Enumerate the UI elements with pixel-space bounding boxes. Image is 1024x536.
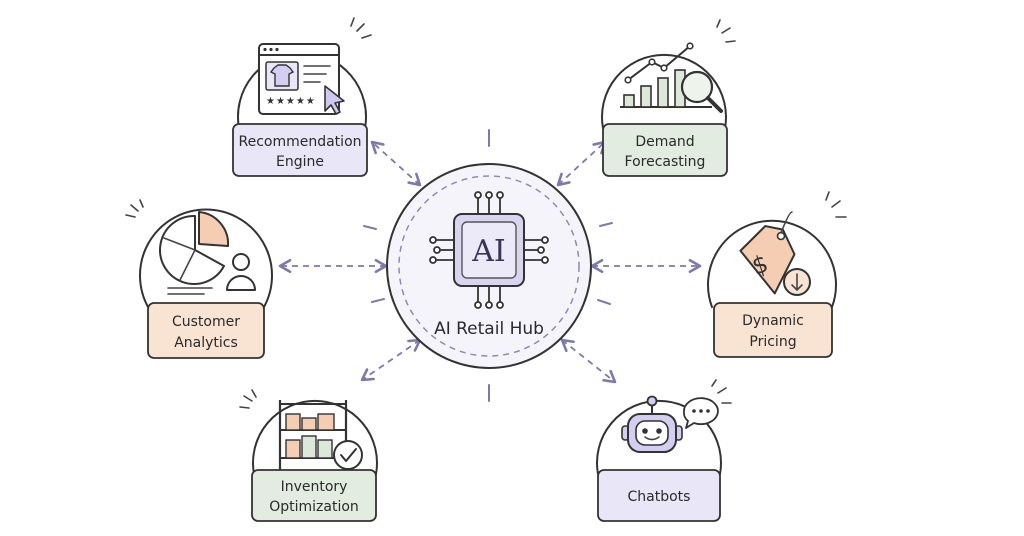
inventory-label-line1: Inventory <box>281 479 348 495</box>
analytics-sparks <box>125 199 144 218</box>
forecasting-label-line1: Demand <box>635 134 694 150</box>
chatbots-label-line1: Chatbots <box>628 489 691 505</box>
analytics-label-box <box>147 302 265 359</box>
hub-rays <box>363 129 613 402</box>
inventory-label-line2: Optimization <box>269 499 359 515</box>
chatbots-sparks <box>711 379 732 404</box>
recommendation-sparks <box>350 17 372 39</box>
connector-chatbots <box>560 338 617 384</box>
forecasting-label-box <box>602 123 728 177</box>
node-inventory-optimization: Inventory Optimization <box>239 389 378 522</box>
forecasting-label-line2: Forecasting <box>625 154 706 170</box>
recommendation-label-line1: Recommendation <box>238 134 361 150</box>
connectors <box>278 140 702 384</box>
price-tag-icon: $ <box>739 211 811 296</box>
connector-inventory <box>360 338 422 382</box>
connector-recommendation <box>370 140 422 187</box>
warehouse-shelf-icon <box>278 400 363 470</box>
product-webpage-icon: ★★★★★ <box>258 43 345 115</box>
node-recommendation-engine: ★★★★★ Recommendation Engine <box>232 17 372 177</box>
recommendation-label-box <box>232 123 368 177</box>
node-customer-analytics: Customer Analytics <box>125 199 273 359</box>
pricing-label-box <box>713 302 833 358</box>
ai-chip-icon: AI <box>429 191 549 309</box>
robot-chat-icon <box>621 395 719 453</box>
svg-text:★★★★★: ★★★★★ <box>266 96 316 107</box>
bar-chart-magnifier-icon <box>620 42 723 113</box>
ai-chip-text: AI <box>471 234 506 269</box>
inventory-sparks <box>239 389 257 409</box>
node-demand-forecasting: Demand Forecasting <box>601 19 736 177</box>
forecasting-sparks <box>716 19 736 43</box>
node-dynamic-pricing: $ Dynamic Pricing <box>707 191 847 358</box>
chatbots-label-box <box>597 469 721 522</box>
connector-forecasting <box>556 140 607 187</box>
analytics-label-line1: Customer <box>172 314 240 330</box>
node-chatbots: Chatbots <box>596 379 732 522</box>
inventory-label-box <box>251 469 377 522</box>
ai-retail-hub: AI AI Retail Hub <box>363 129 613 402</box>
recommendation-label-line2: Engine <box>276 154 324 170</box>
pricing-label-line2: Pricing <box>749 334 796 350</box>
pricing-label-line1: Dynamic <box>742 313 804 329</box>
hub-inner-circle <box>398 175 580 357</box>
analytics-label-line2: Analytics <box>174 335 238 351</box>
hub-label: AI Retail Hub <box>434 319 544 339</box>
pricing-sparks <box>825 191 847 218</box>
pie-chart-user-icon <box>159 211 256 295</box>
